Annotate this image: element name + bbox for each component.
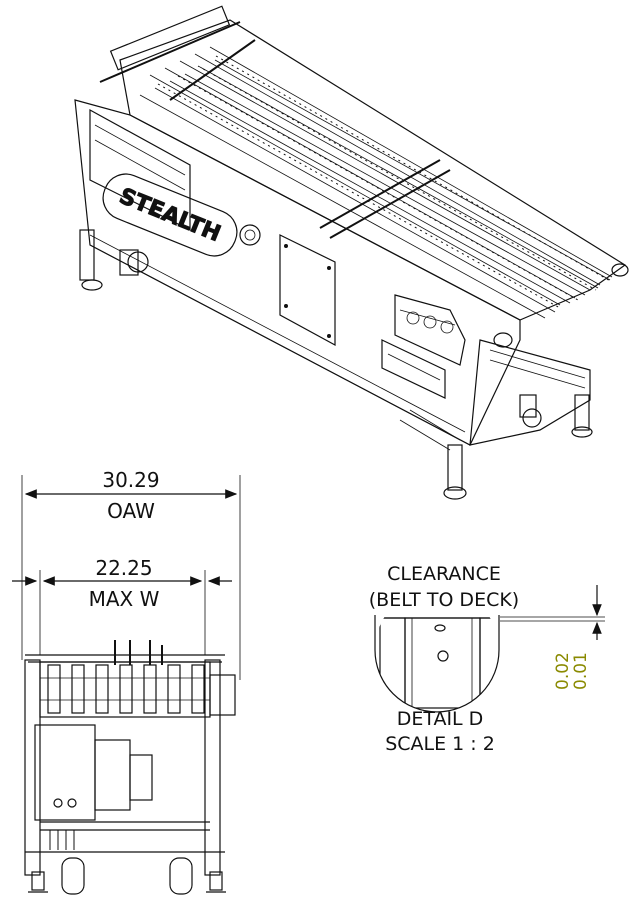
tolerance-lower: 0.01 — [571, 652, 591, 690]
detail-name: DETAIL D — [397, 708, 484, 730]
tolerance-upper: 0.02 — [553, 652, 573, 690]
conveyor-side-frame: STEALTH — [74, 99, 591, 446]
max-width-label: MAX W — [89, 587, 160, 611]
detail-scale: SCALE 1 : 2 — [385, 733, 495, 755]
max-width-dimension: 22.25 MAX W — [12, 556, 232, 655]
isometric-conveyor-view: STEALTH — [74, 5, 629, 500]
overall-width-dimension: 30.29 OAW — [21, 468, 241, 680]
clearance-title-line1: CLEARANCE — [387, 563, 501, 585]
clearance-tolerance-dimension: 0.02 0.01 — [500, 585, 605, 690]
detail-circle — [374, 615, 500, 713]
overall-width-label: OAW — [107, 499, 155, 523]
brand-panel-text: STEALTH — [116, 184, 224, 247]
clearance-title-line2: (BELT TO DECK) — [369, 589, 519, 611]
front-view-machine — [24, 640, 236, 895]
overall-width-value: 30.29 — [102, 468, 159, 492]
max-width-value: 22.25 — [95, 556, 152, 580]
conveyor-top-deck — [99, 5, 629, 348]
front-view: 30.29 OAW 22.25 MAX W — [12, 468, 241, 895]
detail-d-view: CLEARANCE (BELT TO DECK) 0.02 — [369, 563, 605, 755]
conveyor-legs — [79, 229, 593, 500]
